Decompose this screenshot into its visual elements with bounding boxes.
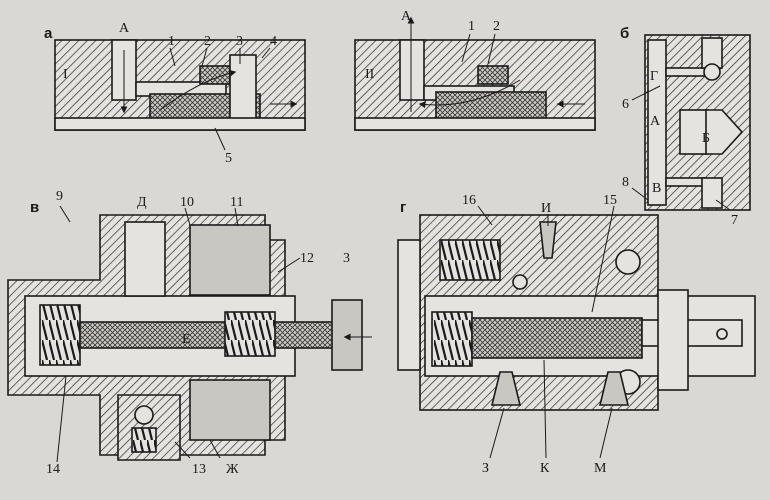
label-g-I: И xyxy=(541,201,551,216)
panel-v-valve xyxy=(7,205,372,463)
label-a2-2: 2 xyxy=(493,19,500,34)
label-a-2: 2 xyxy=(204,34,211,49)
label-g-16: 16 xyxy=(462,193,476,208)
label-v-14: 14 xyxy=(46,462,60,477)
roman-label-2: II xyxy=(365,67,375,82)
label-b-8: 8 xyxy=(622,175,629,190)
label-v-11: 11 xyxy=(230,195,243,210)
label-v-3: 3 xyxy=(343,251,350,266)
label-a-3: 3 xyxy=(236,34,243,49)
panel-b-valve xyxy=(631,34,751,211)
label-g-M: М xyxy=(594,461,607,476)
label-b-G: Г xyxy=(650,69,658,84)
label-a-4: 4 xyxy=(270,34,277,49)
panel-a-view-2 xyxy=(354,16,596,131)
label-g-K: К xyxy=(540,461,550,476)
label-a-A: А xyxy=(119,21,130,36)
label-a2-A: А xyxy=(401,9,412,24)
label-v-13: 13 xyxy=(192,462,206,477)
label-v-10: 10 xyxy=(180,195,194,210)
label-b-B: Б xyxy=(702,131,710,146)
label-b-7: 7 xyxy=(731,213,738,228)
label-b-A: А xyxy=(650,114,661,129)
panel-g-valve xyxy=(397,205,756,459)
label-a2-1: 1 xyxy=(468,19,475,34)
panel-label-b: б xyxy=(620,25,629,42)
panel-label-g: г xyxy=(400,199,406,216)
panel-label-v: в xyxy=(30,199,39,216)
label-b-6: 6 xyxy=(622,97,629,112)
label-b-V: В xyxy=(652,181,661,196)
panel-label-a: а xyxy=(44,25,53,42)
panel-a-view-1 xyxy=(54,39,306,151)
label-v-D: Д xyxy=(137,195,147,210)
label-a-5: 5 xyxy=(225,151,232,166)
label-a-1: 1 xyxy=(168,34,175,49)
label-v-E: Е xyxy=(182,332,191,347)
label-v-9: 9 xyxy=(56,189,63,204)
label-v-Zh: Ж xyxy=(226,462,239,477)
roman-label-1: I xyxy=(63,67,68,82)
label-g-Z: З xyxy=(482,461,489,476)
label-v-12: 12 xyxy=(300,251,314,266)
label-g-15: 15 xyxy=(603,193,617,208)
